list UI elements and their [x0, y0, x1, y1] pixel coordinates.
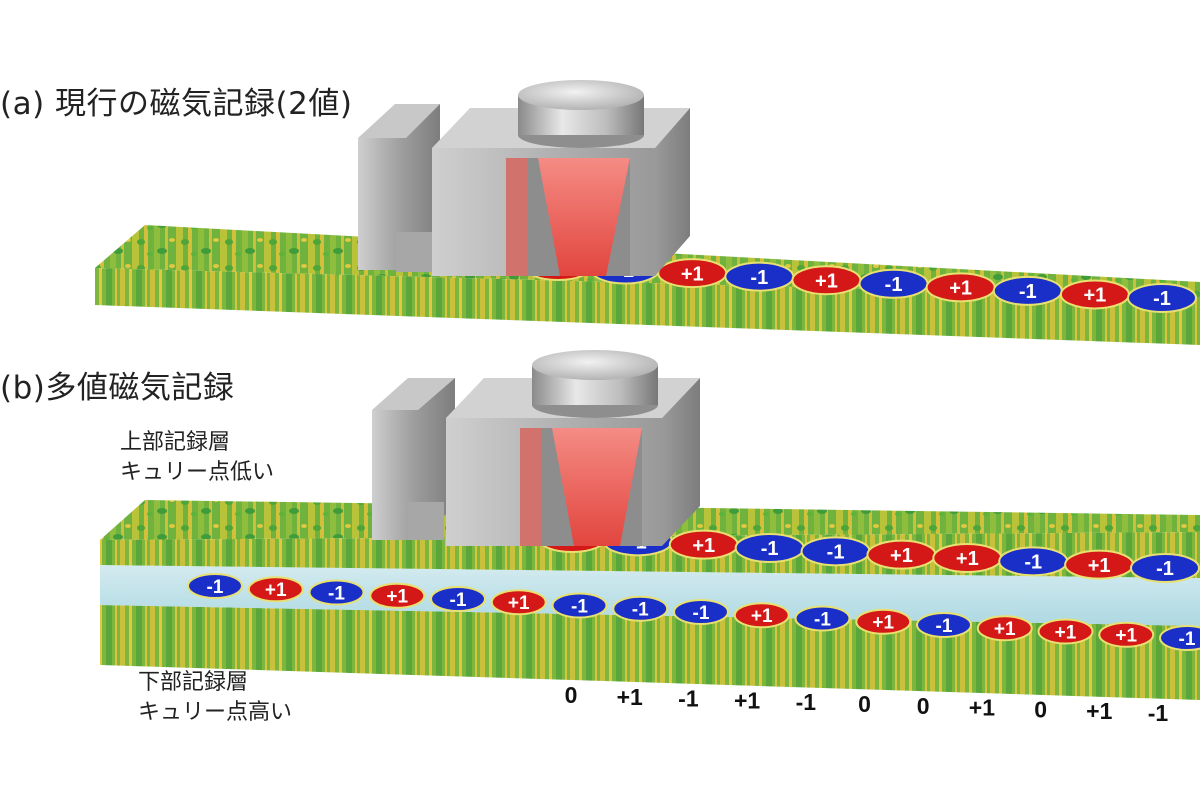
bit-b-lower-label: -1: [571, 596, 588, 617]
bit-a-label: +1: [949, 278, 972, 300]
upper-layer-label: 上部記録層 キュリー点低い: [120, 428, 274, 488]
bit-b-lower-domain: [794, 605, 851, 632]
bit-b-upper-label: -1: [1024, 552, 1042, 574]
laser-beam-b: [552, 428, 642, 546]
bit-b-lower-domain: [1159, 625, 1200, 651]
multilevel-value: 0: [1034, 696, 1047, 722]
laser-glow-a: [506, 158, 528, 276]
multilevel-value: 0: [565, 682, 578, 708]
bit-b-lower-domain: [1098, 621, 1155, 648]
bit-b-lower-label: +1: [1115, 626, 1137, 647]
bit-b-lower-label: -1: [1179, 629, 1196, 650]
head-block-side: [662, 378, 700, 546]
laser-beam-a: [538, 158, 630, 276]
lower-layer-label-line1: 下部記録層: [138, 670, 249, 695]
head-block-side: [655, 108, 690, 276]
bit-a-label: +1: [681, 263, 704, 285]
bit-b-upper-label: +1: [692, 535, 715, 557]
bit-b-upper-label: +1: [890, 545, 913, 567]
bit-b-lower-domain: [187, 573, 243, 599]
upper-layer-label-line2: キュリー点低い: [120, 460, 275, 485]
bit-a-label: -1: [750, 267, 768, 289]
bit-b-lower-label: +1: [872, 613, 894, 634]
bit-b-lower-label: -1: [328, 583, 345, 604]
bit-b-lower-label: +1: [386, 587, 408, 608]
pole-plate-side: [406, 104, 440, 270]
medium-a-front-face: [95, 268, 1200, 345]
pole-plate-side: [418, 378, 455, 540]
bit-b-lower-domain: [673, 599, 729, 625]
upper-layer-label-line1: 上部記録層: [120, 430, 231, 455]
bit-a-label: +1: [815, 270, 838, 292]
spacer-layer: [100, 565, 1200, 626]
bit-b-lower-domain: [247, 576, 304, 603]
bit-b-lower-domain: [551, 592, 608, 619]
bit-b-lower-label: -1: [936, 616, 953, 637]
pole-foot: [396, 232, 432, 272]
bit-b-lower-domain: [490, 589, 547, 616]
bit-b-lower-domain: [1037, 618, 1094, 645]
write-head-b: [372, 350, 700, 546]
bit-b-lower-domain: [733, 602, 790, 629]
bit-b-lower-domain: [369, 582, 426, 609]
bit-b-lower-label: -1: [450, 590, 467, 611]
bit-b-lower-domain: [430, 586, 486, 612]
bit-b-lower-label: +1: [1055, 622, 1077, 643]
multilevel-value: +1: [617, 684, 643, 710]
bit-b-lower-domain: [916, 612, 972, 638]
bit-b-lower-label: -1: [632, 600, 649, 621]
multilevel-value: +1: [1086, 698, 1112, 724]
bit-b-upper-label: +1: [956, 548, 979, 570]
multilevel-value: -1: [1148, 700, 1169, 726]
multilevel-value: +1: [969, 695, 995, 721]
bit-a-label: -1: [1019, 281, 1037, 303]
bit-a-label: -1: [1153, 288, 1171, 310]
bit-b-lower-label: +1: [994, 619, 1016, 640]
bit-b-upper-domain: [1130, 553, 1200, 583]
bit-b-upper-label: -1: [761, 538, 779, 560]
bit-b-lower-label: +1: [265, 580, 287, 601]
bit-a-label: +1: [1083, 285, 1106, 307]
bit-b-lower-label: -1: [207, 577, 224, 598]
bit-b-lower-domain: [976, 615, 1033, 642]
bit-b-lower-label: -1: [693, 603, 710, 624]
multilevel-value: -1: [678, 686, 699, 712]
bit-b-lower-label: +1: [751, 606, 773, 627]
cylinder-top-a: [518, 80, 644, 110]
value-row-b: 0 +1 -1 +1 -1 0 0 +1 0 +1 -1: [565, 682, 1169, 726]
multilevel-value: +1: [734, 687, 760, 713]
laser-glow-b: [520, 428, 542, 546]
bit-a-label: -1: [885, 274, 903, 296]
panel-a-title: (a) 現行の磁気記録(2値): [0, 86, 353, 122]
bit-b-upper-label: +1: [1088, 555, 1111, 577]
pole-foot: [408, 502, 444, 540]
bit-b-lower-domain: [308, 579, 365, 606]
lower-layer-label: 下部記録層 キュリー点高い: [138, 668, 292, 728]
panel-b-title: (b)多値磁気記録: [0, 370, 235, 406]
multilevel-value: 0: [858, 691, 871, 717]
lower-layer-label-line2: キュリー点高い: [138, 700, 293, 725]
bit-b-lower-label: -1: [814, 609, 831, 630]
multilevel-value: 0: [917, 693, 930, 719]
cylinder-top-b: [532, 350, 658, 380]
bit-a-domain: [1127, 283, 1197, 313]
bit-b-lower-label: +1: [508, 593, 530, 614]
multilevel-value: -1: [796, 689, 817, 715]
write-head-a: [358, 80, 690, 276]
bit-b-upper-label: -1: [1156, 558, 1174, 580]
bit-row-b-lower: -1 +1 -1 +1 -1 +1 -1 -1 -1 +1 -1 +1 -1 +1 +1 +1 -1: [187, 573, 1200, 651]
bit-b-upper-label: -1: [827, 542, 845, 564]
bit-b-lower-domain: [855, 608, 912, 635]
bit-b-lower-domain: [612, 595, 669, 622]
